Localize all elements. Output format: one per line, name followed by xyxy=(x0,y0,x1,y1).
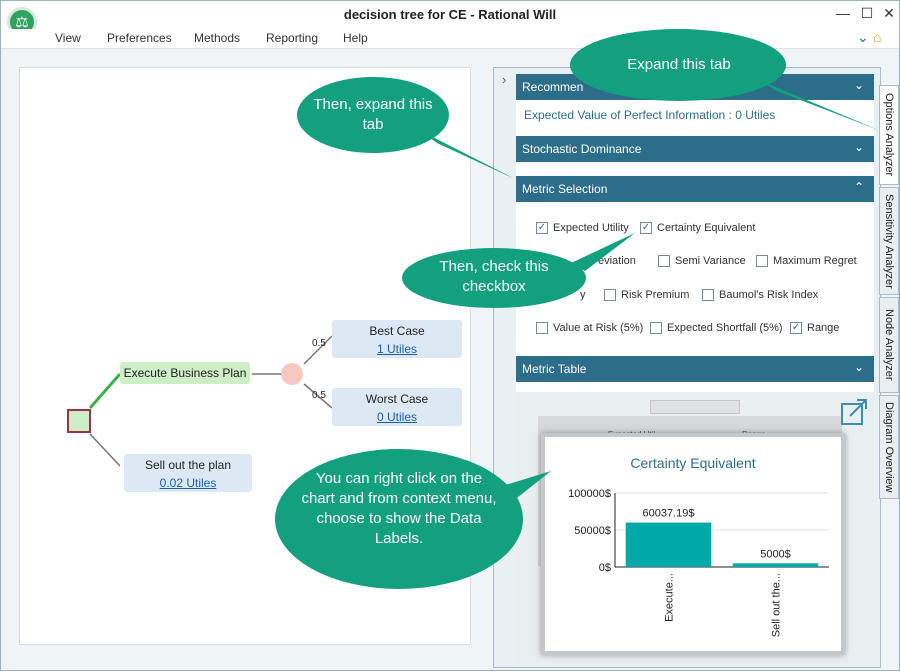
outcome-node-worst[interactable]: Worst Case 0 Utiles xyxy=(332,388,462,426)
metric-range[interactable]: ✓ Range xyxy=(790,322,839,334)
expand-icon[interactable] xyxy=(840,398,868,426)
checkbox-checked-icon[interactable]: ✓ xyxy=(640,222,652,234)
metric-risk-premium[interactable]: Risk Premium xyxy=(604,289,689,301)
menu-reporting[interactable]: Reporting xyxy=(266,31,319,45)
metric-label: Risk Premium xyxy=(621,289,690,301)
metric-table-header[interactable]: Metric Table ⌄ xyxy=(516,356,874,382)
table-toolbar-ghost xyxy=(650,400,740,414)
tab-options-analyzer[interactable]: Options Analyzer xyxy=(879,85,899,185)
outcome-label-worst: Worst Case xyxy=(365,392,429,406)
metric-label: Maximum Regret xyxy=(773,255,857,267)
metric-label: y xyxy=(580,289,586,301)
metric-label: Semi Variance xyxy=(675,255,746,267)
title-bar: ⚖ decision tree for CE - Rational Will —… xyxy=(1,1,899,37)
outcome-label-best: Best Case xyxy=(369,324,425,338)
checkbox-unchecked-icon[interactable] xyxy=(650,322,662,334)
tab-diagram-overview[interactable]: Diagram Overview xyxy=(879,395,899,499)
chevron-down-icon: ⌄ xyxy=(853,360,864,374)
branch-prob-best: 0.5 xyxy=(312,338,326,349)
metric-table-label: Metric Table xyxy=(522,362,587,376)
chart-bar[interactable] xyxy=(732,563,819,567)
best-utility-link[interactable]: 1 Utiles xyxy=(376,342,417,356)
metric-expected-shortfall[interactable]: Expected Shortfall (5%) xyxy=(650,322,783,334)
metric-semi-variance[interactable]: Semi Variance xyxy=(658,255,746,267)
metric-label: Baumol's Risk Index xyxy=(719,289,819,301)
checkbox-unchecked-icon[interactable] xyxy=(536,322,548,334)
maximize-icon[interactable]: ☐ xyxy=(860,5,874,21)
chart-plot[interactable]: 100000$ 50000$ 0$ 60037.19$ Execute... 5000$ S… xyxy=(545,437,841,651)
recommendation-header-label: Recommen xyxy=(522,80,584,94)
callout-then-expand: Then, expand this tab xyxy=(313,96,433,133)
outcome-node-best[interactable]: Best Case 1 Utiles xyxy=(332,320,462,358)
data-label: 5000$ xyxy=(760,548,791,560)
metric-maximum-regret[interactable]: Maximum Regret xyxy=(756,255,857,267)
checkbox-unchecked-icon[interactable] xyxy=(702,289,714,301)
minimize-icon[interactable]: — xyxy=(836,5,850,21)
menu-methods[interactable]: Methods xyxy=(194,31,241,45)
recommendation-header[interactable]: Recommen ⌄ xyxy=(516,74,874,100)
tree-connectors xyxy=(67,335,333,467)
metric-std-deviation[interactable]: eviation xyxy=(598,255,636,267)
checkbox-checked-icon[interactable]: ✓ xyxy=(536,222,548,234)
metric-label: Range xyxy=(807,322,840,334)
branch-prob-worst: 0.5 xyxy=(312,390,326,401)
metric-selection-label: Metric Selection xyxy=(522,182,608,196)
window-title: decision tree for CE - Rational Will xyxy=(343,7,557,22)
collapse-panel-icon[interactable]: › xyxy=(502,72,507,87)
y-tick-label: 100000$ xyxy=(568,488,611,500)
tab-sensitivity-analyzer[interactable]: Sensitivity Analyzer xyxy=(879,187,899,295)
stochastic-dominance-label: Stochastic Dominance xyxy=(522,142,642,156)
worst-utility-link[interactable]: 0 Utiles xyxy=(376,410,417,424)
metric-baumol-risk-index[interactable]: Baumol's Risk Index xyxy=(702,289,818,301)
chart-bar[interactable] xyxy=(625,522,712,567)
chevron-down-icon: ⌄ xyxy=(853,78,864,92)
metric-label: Expected Shortfall (5%) xyxy=(667,322,783,334)
tab-node-analyzer[interactable]: Node Analyzer xyxy=(879,297,899,393)
decision-label-sell: Sell out the plan xyxy=(144,458,232,472)
chevron-down-icon[interactable]: ⌄ xyxy=(857,29,869,45)
checkbox-unchecked-icon[interactable] xyxy=(658,255,670,267)
decision-node-execute[interactable]: Execute Business Plan xyxy=(120,362,250,384)
metric-expected-utility[interactable]: ✓ Expected Utility xyxy=(536,222,629,234)
metric-risk-partial[interactable]: y xyxy=(580,289,586,301)
sell-utility-link[interactable]: 0.02 Utiles xyxy=(159,476,217,490)
checkbox-checked-icon[interactable]: ✓ xyxy=(790,322,802,334)
x-tick-label: Sell out the... xyxy=(771,573,783,637)
x-tick-label: Execute... xyxy=(664,573,676,622)
menu-bar: View Preferences Methods Reporting Help … xyxy=(1,29,899,49)
checkbox-unchecked-icon[interactable] xyxy=(756,255,768,267)
chevron-down-icon: ⌄ xyxy=(853,140,864,154)
decision-tree-canvas[interactable]: 0.5 0.5 Execute Business Plan Sell out t… xyxy=(19,67,471,645)
metric-label: Value at Risk (5%) xyxy=(553,322,644,334)
menu-help[interactable]: Help xyxy=(343,31,368,45)
decision-node-sell[interactable]: Sell out the plan 0.02 Utiles xyxy=(124,454,252,492)
chevron-up-icon: ⌃ xyxy=(853,180,864,194)
callout-then-check: Then, check this checkbox xyxy=(439,258,549,295)
stochastic-dominance-header[interactable]: Stochastic Dominance ⌄ xyxy=(516,136,874,162)
certainty-equivalent-chart[interactable]: Certainty Equivalent 100000$ 50000$ 0$ 6003… xyxy=(541,433,845,655)
evpi-text: Expected Value of Perfect Information : … xyxy=(524,108,776,122)
metric-label: Expected Utility xyxy=(553,222,629,234)
chart-title: Certainty Equivalent xyxy=(630,455,756,471)
metric-selection-header[interactable]: Metric Selection ⌃ xyxy=(516,176,874,202)
metric-label: eviation xyxy=(598,255,636,267)
y-tick-label: 50000$ xyxy=(574,525,611,537)
callout-right-click: You can right click on the chart and fro… xyxy=(301,470,497,547)
data-label: 60037.19$ xyxy=(643,508,695,520)
home-icon[interactable]: ⌂ xyxy=(873,29,882,45)
metric-value-at-risk[interactable]: Value at Risk (5%) xyxy=(536,322,643,334)
checkbox-unchecked-icon[interactable] xyxy=(604,289,616,301)
menu-view[interactable]: View xyxy=(55,31,81,45)
y-tick-label: 0$ xyxy=(599,562,611,574)
metric-certainty-equivalent[interactable]: ✓ Certainty Equivalent xyxy=(640,222,755,234)
close-icon[interactable]: ✕ xyxy=(883,5,895,21)
metric-label: Certainty Equivalent xyxy=(657,222,756,234)
menu-preferences[interactable]: Preferences xyxy=(107,31,172,45)
callout-expand-tab: Expand this tab xyxy=(627,56,731,73)
decision-label-execute: Execute Business Plan xyxy=(123,366,247,380)
